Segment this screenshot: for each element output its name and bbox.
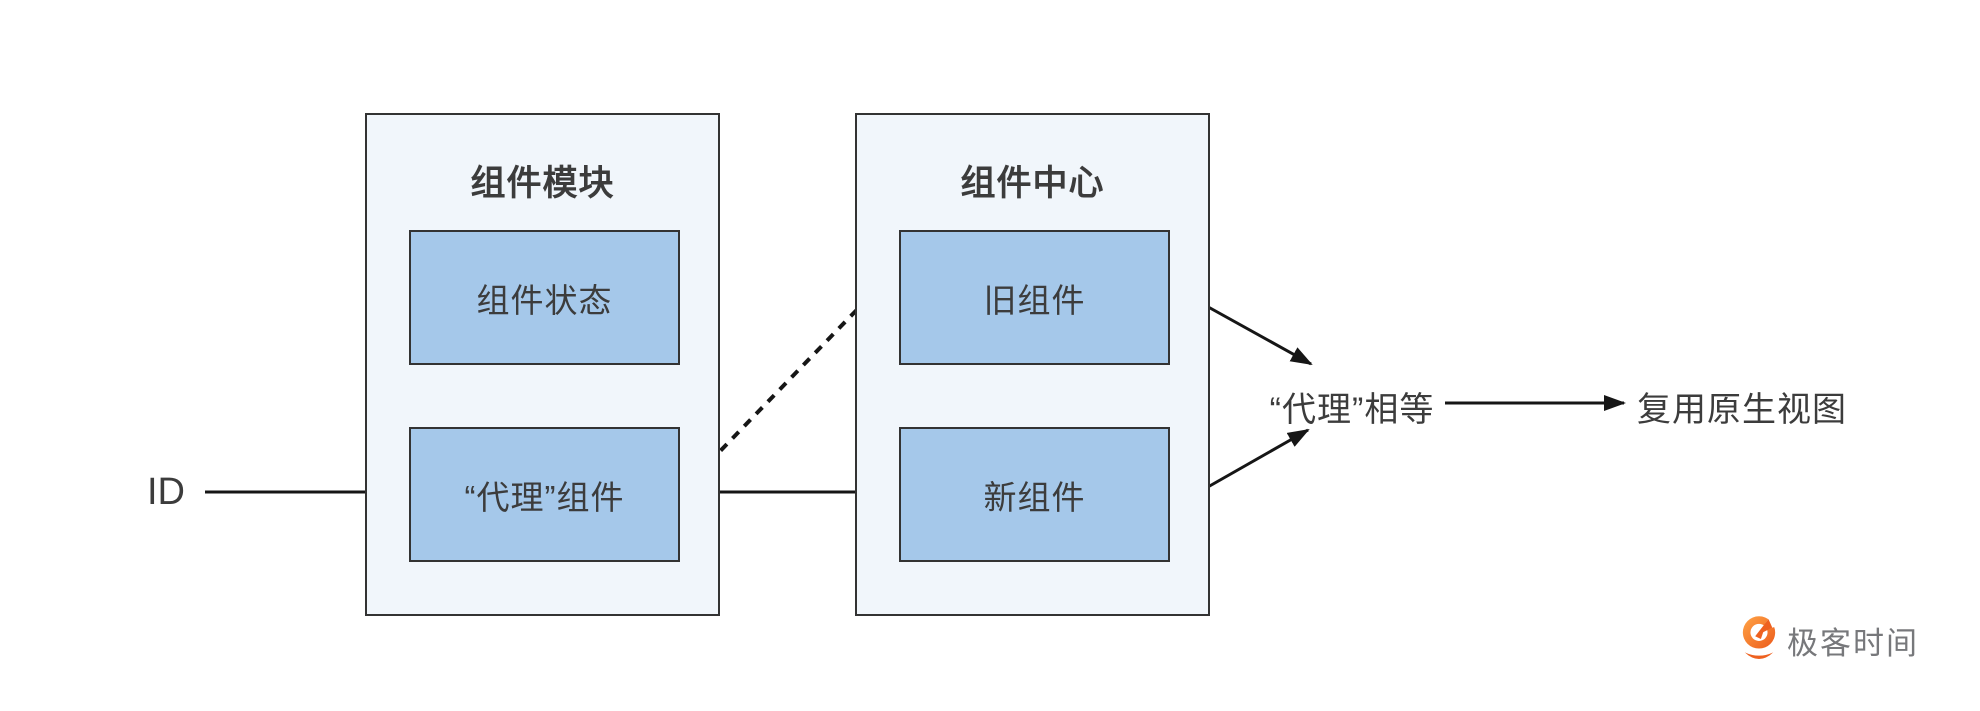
brand-text: 极客时间 bbox=[1787, 625, 1919, 661]
arrow-proxy-to-old-dashed bbox=[695, 288, 878, 477]
node-new-component: 新组件 bbox=[899, 427, 1170, 562]
node-proxy-component-label: “代理”组件 bbox=[464, 478, 625, 516]
group-component-center: 组件中心 旧组件 新组件 bbox=[855, 113, 1210, 616]
node-component-state-label: 组件状态 bbox=[476, 281, 613, 319]
node-proxy-component: “代理”组件 bbox=[409, 427, 680, 562]
group-component-module-title: 组件模块 bbox=[470, 164, 615, 203]
proxy-equal-label: “代理”相等 bbox=[1269, 391, 1435, 429]
node-old-component-label: 旧组件 bbox=[983, 281, 1086, 319]
geektime-pin-icon bbox=[1742, 616, 1778, 659]
brand-logo: 极客时间 bbox=[1740, 615, 1919, 665]
group-component-center-title: 组件中心 bbox=[960, 164, 1105, 203]
node-old-component: 旧组件 bbox=[899, 230, 1170, 365]
node-component-state: 组件状态 bbox=[409, 230, 680, 365]
reuse-native-view-label: 复用原生视图 bbox=[1637, 391, 1847, 429]
input-id-label: ID bbox=[147, 471, 185, 513]
node-new-component-label: 新组件 bbox=[983, 478, 1086, 516]
group-component-module: 组件模块 组件状态 “代理”组件 bbox=[365, 113, 720, 616]
